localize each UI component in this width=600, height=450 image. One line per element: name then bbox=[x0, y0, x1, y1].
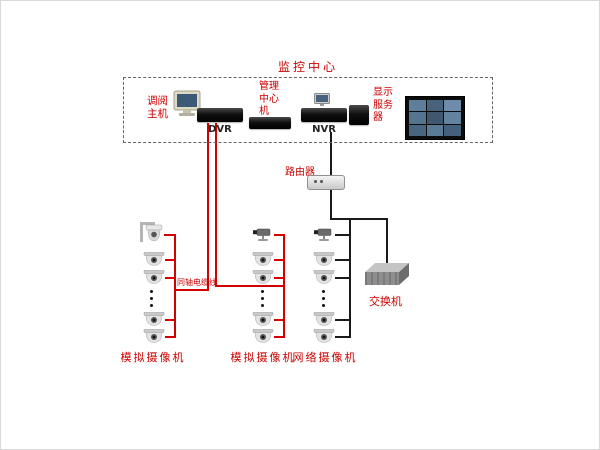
switch-front-face bbox=[365, 272, 399, 285]
coax-branch bbox=[274, 234, 283, 236]
review-host-label: 调阅主机 bbox=[147, 95, 168, 121]
coax-branch bbox=[165, 277, 174, 279]
ellipsis-dot bbox=[322, 297, 325, 300]
router-led bbox=[320, 180, 323, 183]
coax-cable-line bbox=[174, 289, 209, 291]
dome-camera-icon bbox=[143, 252, 165, 266]
video-wall-cell bbox=[426, 124, 444, 136]
box-camera-icon bbox=[252, 228, 271, 242]
network-branch bbox=[335, 319, 349, 321]
video-wall-cell bbox=[444, 112, 461, 124]
dome-camera-icon bbox=[313, 329, 335, 343]
coax-cable-line bbox=[215, 123, 217, 285]
box-camera-icon bbox=[313, 228, 332, 242]
coax-branch bbox=[274, 336, 283, 338]
coax-bus-left bbox=[174, 234, 176, 338]
ellipsis-dot bbox=[322, 304, 325, 307]
management-center-label: 管理中心机 bbox=[259, 81, 279, 117]
dome-camera-icon bbox=[252, 270, 274, 284]
ellipsis-dot bbox=[150, 290, 153, 293]
network-line-switch bbox=[386, 218, 388, 265]
monitoring-center-box bbox=[123, 77, 493, 143]
router-led bbox=[314, 180, 317, 183]
ellipsis-dot bbox=[322, 290, 325, 293]
coax-branch bbox=[165, 319, 174, 321]
video-wall-cell bbox=[409, 124, 426, 136]
video-wall-cell bbox=[426, 112, 444, 124]
network-line-router-down bbox=[330, 187, 332, 219]
ptz-camera-icon bbox=[139, 222, 163, 243]
ellipsis-dot bbox=[150, 304, 153, 307]
dome-camera-icon bbox=[313, 252, 335, 266]
dome-camera-icon bbox=[252, 312, 274, 326]
network-branch bbox=[335, 277, 349, 279]
coax-branch bbox=[165, 259, 174, 261]
coax-branch bbox=[164, 234, 174, 236]
camera-group-label-network: 网络摄像机 bbox=[292, 351, 358, 364]
network-line-nvr-router bbox=[330, 132, 332, 175]
coax-branch bbox=[165, 336, 174, 338]
network-branch bbox=[335, 259, 349, 261]
ellipsis-dot bbox=[150, 297, 153, 300]
switch-device bbox=[365, 263, 411, 289]
coax-branch bbox=[274, 319, 283, 321]
switch-side-face bbox=[399, 263, 409, 285]
dome-camera-icon bbox=[313, 312, 335, 326]
dome-camera-icon bbox=[252, 252, 274, 266]
dome-camera-icon bbox=[143, 329, 165, 343]
video-wall-cell bbox=[444, 100, 461, 112]
video-wall-cell bbox=[426, 100, 444, 112]
nvr-monitor-icon bbox=[314, 93, 330, 106]
video-wall-cell bbox=[444, 124, 461, 136]
coax-branch bbox=[274, 277, 283, 279]
network-branch bbox=[335, 336, 349, 338]
video-wall-cell bbox=[409, 112, 426, 124]
camera-group-label-analog-2: 模拟摄像机 bbox=[230, 351, 296, 364]
dome-camera-icon bbox=[313, 270, 335, 284]
video-wall bbox=[405, 96, 465, 140]
dome-camera-icon bbox=[143, 312, 165, 326]
network-branch bbox=[335, 234, 349, 236]
coax-cable-line bbox=[215, 285, 285, 287]
crt-monitor-icon bbox=[173, 90, 201, 116]
nvr-label: NVR bbox=[312, 124, 336, 135]
coaxial-cable-label: 同轴电缆线 bbox=[177, 278, 217, 287]
ellipsis-dot bbox=[261, 297, 264, 300]
switch-label: 交换机 bbox=[369, 295, 402, 308]
network-bus-right bbox=[349, 218, 351, 338]
dome-camera-icon bbox=[143, 270, 165, 284]
ellipsis-dot bbox=[261, 304, 264, 307]
network-line-trunk bbox=[330, 218, 388, 220]
router-device bbox=[307, 175, 345, 190]
display-server-device bbox=[349, 105, 369, 125]
switch-top-face bbox=[365, 263, 409, 272]
nvr-device bbox=[301, 108, 347, 122]
management-center-device bbox=[249, 117, 291, 129]
video-wall-cell bbox=[409, 100, 426, 112]
camera-group-label-analog-1: 模拟摄像机 bbox=[120, 351, 186, 364]
coax-branch bbox=[274, 259, 283, 261]
router-label: 路由器 bbox=[285, 167, 315, 178]
monitoring-center-title: 监控中心 bbox=[277, 60, 338, 74]
ellipsis-dot bbox=[261, 290, 264, 293]
display-server-label: 显示服务器 bbox=[373, 87, 393, 123]
coax-bus-middle bbox=[283, 234, 285, 338]
dvr-label: DVR bbox=[208, 124, 232, 135]
coax-cable-line bbox=[207, 123, 209, 289]
dome-camera-icon bbox=[252, 329, 274, 343]
dvr-device bbox=[197, 108, 243, 122]
